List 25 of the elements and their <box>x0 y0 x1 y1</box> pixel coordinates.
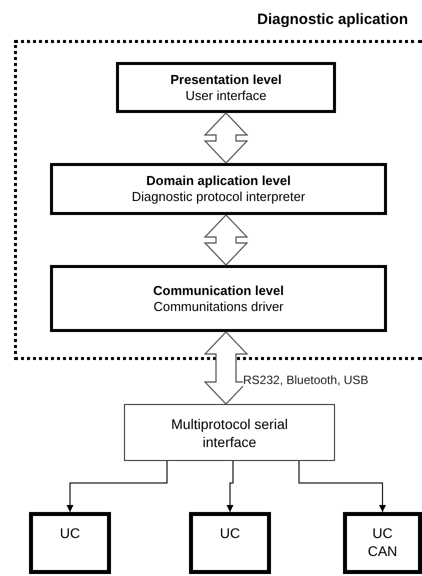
layer-title: Domain aplication level <box>146 173 291 189</box>
unit-box <box>29 512 111 574</box>
layer-description: User interface <box>186 88 266 104</box>
interface-box <box>124 404 335 461</box>
layer-description: Diagnostic protocol interpreter <box>132 189 306 205</box>
frame-title: Diagnostic aplication <box>257 12 408 28</box>
connector-arrow <box>298 460 386 512</box>
layer-box <box>50 163 387 215</box>
edge-label: RS232, Bluetooth, USB <box>243 373 368 387</box>
unit-box <box>189 512 271 574</box>
layer-box <box>116 62 336 113</box>
unit-label: UC <box>218 524 242 542</box>
connector-arrow <box>226 460 234 512</box>
double-arrow <box>204 331 248 405</box>
layer-title: Presentation level <box>170 72 282 88</box>
unit-label: UC CAN <box>366 524 398 560</box>
connector-arrow <box>66 460 168 512</box>
layer-box <box>50 265 387 332</box>
layer-description: Communitations driver <box>153 298 284 314</box>
layer-title: Communication level <box>153 282 284 298</box>
unit-box <box>343 512 422 574</box>
double-arrow <box>204 214 248 266</box>
double-arrow <box>204 112 248 164</box>
unit-label: UC <box>58 524 82 542</box>
interface-label: Multiprotocol serial interface <box>170 414 289 450</box>
